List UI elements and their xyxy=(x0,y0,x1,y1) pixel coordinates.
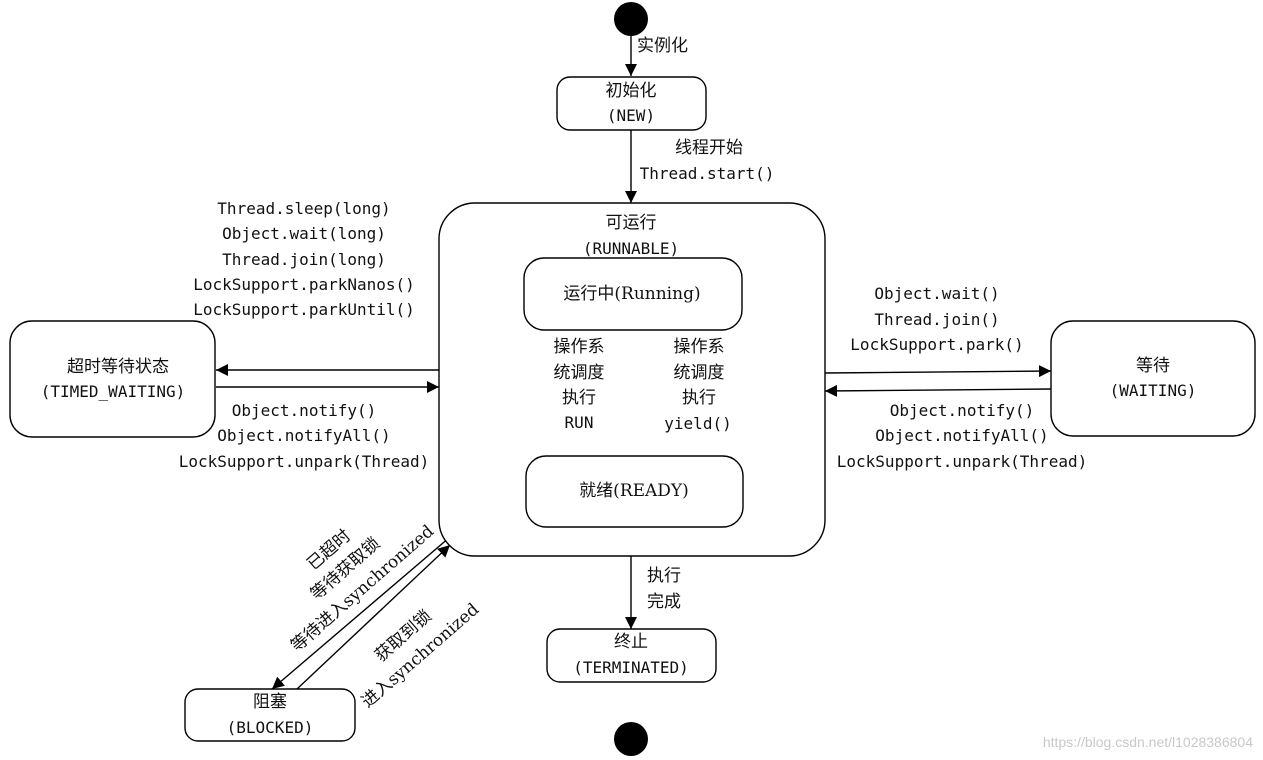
state-waiting-name: 等待 xyxy=(1136,356,1170,376)
state-runnable-name: 可运行 xyxy=(606,213,657,233)
label-from-waiting-1: Object.notify() xyxy=(890,401,1035,420)
label-to-timed-waiting-3: Thread.join(long) xyxy=(222,250,386,269)
label-start-2: Thread.start() xyxy=(640,164,775,183)
label-os-yield-3: 执行 xyxy=(682,388,716,408)
state-runnable-code: (RUNNABLE) xyxy=(583,239,679,258)
label-to-waiting-1: Object.wait() xyxy=(874,284,999,303)
label-finish-1: 执行 xyxy=(647,566,681,586)
state-timed-waiting-name: 超时等待状态 xyxy=(67,357,169,377)
state-terminated-name: 终止 xyxy=(614,632,648,652)
state-timed-waiting-code: (TIMED_WAITING) xyxy=(41,382,186,401)
arrow-from-blocked xyxy=(296,544,451,690)
label-from-waiting-2: Object.notifyAll() xyxy=(875,426,1048,445)
label-finish-2: 完成 xyxy=(647,592,681,612)
label-start-1: 线程开始 xyxy=(675,138,743,158)
label-to-timed-waiting-2: Object.wait(long) xyxy=(222,224,386,243)
label-to-timed-waiting-4: LockSupport.parkNanos() xyxy=(193,275,415,294)
state-blocked-code: (BLOCKED) xyxy=(227,718,314,737)
state-terminated xyxy=(546,628,717,683)
arrow-from-waiting xyxy=(824,384,1052,397)
label-to-waiting-3: LockSupport.park() xyxy=(850,335,1023,354)
end-node xyxy=(614,722,648,756)
state-blocked xyxy=(184,688,356,742)
state-running-label: 运行中(Running) xyxy=(563,284,700,304)
state-terminated-code: (TERMINATED) xyxy=(573,658,689,677)
state-timed-waiting xyxy=(9,320,216,438)
state-new-name: 初始化 xyxy=(606,81,657,101)
label-os-yield-4: yield() xyxy=(664,414,731,433)
label-instantiate: 实例化 xyxy=(637,36,688,56)
label-os-run-4: RUN xyxy=(565,413,594,432)
state-ready xyxy=(525,455,744,528)
state-ready-label: 就绪(READY) xyxy=(579,481,689,501)
state-new xyxy=(556,76,707,131)
label-os-run-1: 操作系 xyxy=(554,337,605,357)
state-waiting xyxy=(1050,320,1256,437)
label-from-timed-waiting-2: Object.notifyAll() xyxy=(217,426,390,445)
state-new-code: (NEW) xyxy=(607,106,655,125)
state-waiting-code: (WAITING) xyxy=(1110,381,1197,400)
label-os-yield-2: 统调度 xyxy=(674,363,725,383)
label-os-yield-1: 操作系 xyxy=(674,337,725,357)
label-to-timed-waiting-5: LockSupport.parkUntil() xyxy=(193,300,415,319)
label-from-timed-waiting-3: LockSupport.unpark(Thread) xyxy=(179,452,429,471)
label-to-waiting-2: Thread.join() xyxy=(874,310,999,329)
arrow-to-blocked xyxy=(271,536,451,690)
label-os-run-3: 执行 xyxy=(562,388,596,408)
state-running xyxy=(523,257,743,331)
arrow-to-waiting xyxy=(824,365,1052,378)
label-from-waiting-3: LockSupport.unpark(Thread) xyxy=(837,452,1087,471)
label-from-timed-waiting-1: Object.notify() xyxy=(232,401,377,420)
state-blocked-name: 阻塞 xyxy=(253,692,287,712)
watermark: https://blog.csdn.net/l1028386804 xyxy=(1043,734,1253,750)
start-node xyxy=(614,2,648,36)
label-to-timed-waiting-1: Thread.sleep(long) xyxy=(217,199,390,218)
label-os-run-2: 统调度 xyxy=(554,363,605,383)
